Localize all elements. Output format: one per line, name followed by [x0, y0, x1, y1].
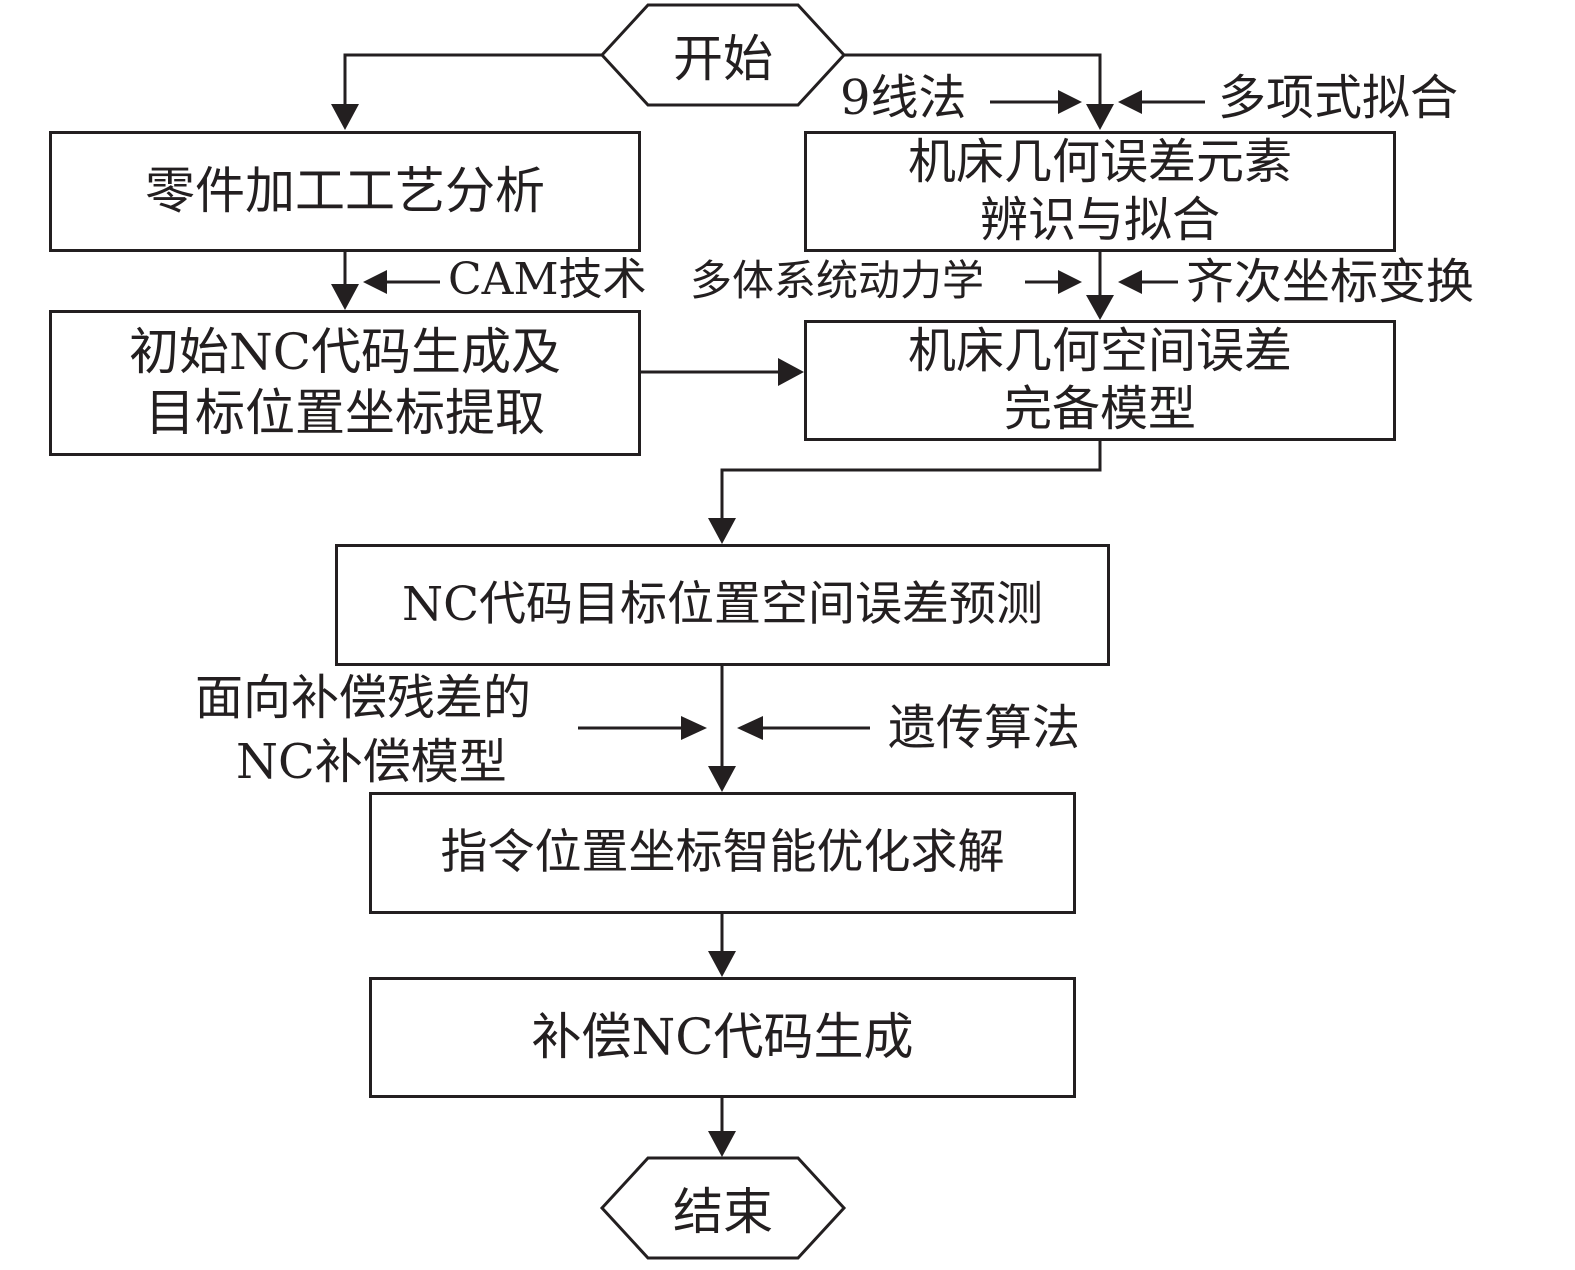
arrowhead-multibody: [1058, 270, 1082, 294]
edge-start-to-error-identification: [844, 53, 1102, 106]
arrowhead-error-model-side: [778, 358, 804, 386]
box-error-prediction-line1: NC代码目标位置空间误差预测: [401, 577, 1044, 633]
box-error-model: 机床几何空间误差 完备模型: [804, 320, 1396, 441]
arrowhead-nine-line: [1058, 90, 1082, 114]
box-compensated-nc-line1: 补偿NC代码生成: [531, 1008, 914, 1066]
end-text: 结束: [673, 1183, 773, 1241]
arrowhead-part-analysis: [331, 104, 359, 130]
label-poly-fit: 多项式拟合: [1218, 70, 1459, 126]
box-optimization: 指令位置坐标智能优化求解: [369, 792, 1076, 914]
label-residual-model-line2: NC补偿模型: [236, 734, 507, 790]
arrowhead-cam: [363, 270, 387, 294]
label-homogeneous: 齐次坐标变换: [1186, 254, 1475, 310]
arrowhead-genetic: [737, 716, 763, 740]
box-error-identification-line1: 机床几何误差元素: [907, 133, 1292, 190]
arrowhead-initial-nc: [331, 284, 359, 310]
box-part-analysis-line1: 零件加工工艺分析: [145, 162, 545, 220]
box-error-prediction: NC代码目标位置空间误差预测: [335, 544, 1110, 666]
box-error-identification-line2: 辨识与拟合: [979, 191, 1220, 248]
box-error-model-line2: 完备模型: [1003, 380, 1196, 437]
box-error-identification: 机床几何误差元素 辨识与拟合: [804, 131, 1396, 252]
edge-start-to-part-analysis: [343, 53, 602, 106]
label-nine-line: 9线法: [840, 70, 967, 126]
arrowhead-error-model: [1086, 295, 1114, 320]
box-initial-nc-line2: 目标位置坐标提取: [145, 384, 545, 442]
box-initial-nc-line1: 初始NC代码生成及: [128, 323, 561, 381]
arrowhead-residual-model: [681, 716, 707, 740]
start-text: 开始: [673, 30, 773, 88]
start-label: 开始: [602, 5, 844, 105]
end-label: 结束: [602, 1158, 844, 1258]
arrowhead-prediction: [708, 518, 736, 544]
arrowhead-homogeneous: [1118, 270, 1142, 294]
label-genetic: 遗传算法: [888, 700, 1081, 756]
label-multibody: 多体系统动力学: [690, 256, 985, 305]
box-part-analysis: 零件加工工艺分析: [49, 131, 641, 252]
box-initial-nc: 初始NC代码生成及 目标位置坐标提取: [49, 310, 641, 456]
arrowhead-error-identification: [1086, 104, 1114, 130]
arrowhead-optimization: [708, 766, 736, 792]
label-residual-model-line1: 面向补偿残差的: [195, 670, 532, 726]
end-terminator: [599, 1156, 847, 1260]
box-compensated-nc: 补偿NC代码生成: [369, 977, 1076, 1098]
edge-error-model-to-prediction: [720, 440, 1102, 520]
arrowhead-poly-fit: [1118, 90, 1142, 114]
arrowhead-compensated-nc: [708, 951, 736, 977]
box-error-model-line1: 机床几何空间误差: [907, 322, 1292, 379]
label-cam: CAM技术: [448, 254, 647, 305]
arrowhead-end: [708, 1131, 736, 1157]
box-optimization-line1: 指令位置坐标智能优化求解: [440, 825, 1005, 881]
